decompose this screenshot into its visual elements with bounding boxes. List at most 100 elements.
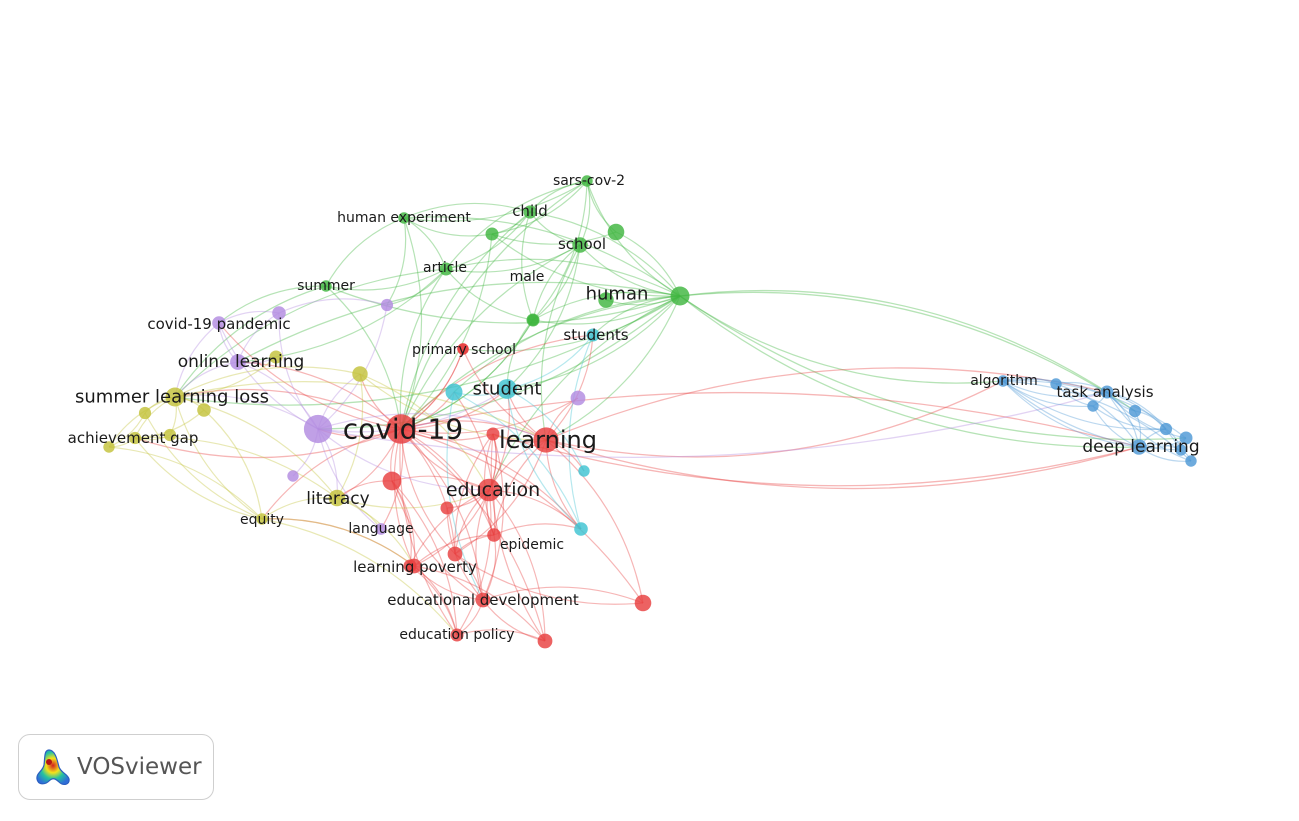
label-human-experiment[interactable]: human experiment: [337, 210, 471, 226]
node-red-g[interactable]: [486, 427, 500, 441]
node-language[interactable]: [375, 523, 387, 535]
label-primary-school[interactable]: primary school: [412, 342, 516, 358]
node-purple-b[interactable]: [380, 298, 394, 312]
label-language[interactable]: language: [348, 521, 413, 537]
label-deep-learning[interactable]: deep learning: [1082, 437, 1199, 457]
label-school[interactable]: school: [558, 235, 606, 253]
label-students[interactable]: students: [563, 326, 628, 344]
label-human[interactable]: human: [586, 284, 649, 305]
label-online-learning[interactable]: online learning: [178, 352, 305, 372]
node-summer[interactable]: [320, 280, 332, 292]
node-equity[interactable]: [256, 513, 268, 525]
node-article[interactable]: [439, 262, 453, 276]
node-deep-learning[interactable]: [1131, 439, 1147, 455]
label-algorithm[interactable]: algorithm: [970, 373, 1038, 389]
node-blue-f[interactable]: [1175, 444, 1187, 456]
label-learning[interactable]: learning: [499, 426, 597, 454]
node-red-c[interactable]: [447, 546, 463, 562]
node-child[interactable]: [523, 205, 537, 219]
node-red-d[interactable]: [440, 501, 454, 515]
node-epidemic[interactable]: [487, 528, 501, 542]
node-covid19-pandemic[interactable]: [212, 316, 226, 330]
node-purple-a[interactable]: [272, 306, 286, 320]
node-blue-a[interactable]: [1050, 378, 1062, 390]
node-literacy[interactable]: [328, 489, 346, 507]
node-yellow-d[interactable]: [138, 406, 152, 420]
node-sars-cov-2[interactable]: [581, 175, 593, 187]
label-education-policy[interactable]: education policy: [399, 627, 514, 643]
link-education-learning_poverty: [413, 489, 490, 567]
label-sars-cov-2[interactable]: sars-cov-2: [553, 173, 625, 189]
node-cyan-b[interactable]: [574, 522, 588, 536]
label-educational-development[interactable]: educational development: [387, 591, 579, 609]
node-yellow-f[interactable]: [103, 441, 115, 453]
node-education[interactable]: [477, 478, 501, 502]
label-article[interactable]: article: [423, 260, 467, 276]
node-red-b[interactable]: [634, 594, 652, 612]
node-task-analysis[interactable]: [1100, 385, 1114, 399]
node-green-a[interactable]: [607, 223, 625, 241]
node-yellow-a[interactable]: [352, 366, 368, 382]
label-male[interactable]: male: [510, 269, 545, 285]
node-purple-main[interactable]: [303, 414, 333, 444]
node-cyan-a[interactable]: [445, 383, 463, 401]
label-epidemic[interactable]: epidemic: [500, 537, 564, 553]
label-summer[interactable]: summer: [297, 278, 355, 294]
label-covid19[interactable]: covid-19: [343, 413, 463, 446]
node-human-experiment[interactable]: [398, 212, 410, 224]
node-yellow-b[interactable]: [269, 350, 283, 364]
node-blue-c[interactable]: [1128, 404, 1142, 418]
node-purple-d[interactable]: [287, 470, 299, 482]
link-article-covid19: [399, 268, 447, 430]
label-student[interactable]: student: [473, 379, 542, 400]
node-purple-c[interactable]: [570, 390, 586, 406]
label-learning-poverty[interactable]: learning poverty: [353, 558, 477, 576]
label-covid19-pandemic[interactable]: covid-19 pandemic: [147, 315, 290, 333]
node-school[interactable]: [572, 237, 588, 253]
link-school-learning: [540, 244, 581, 441]
node-learning-poverty[interactable]: [406, 558, 422, 574]
node-red-h[interactable]: [457, 343, 469, 355]
link-child-article: [445, 211, 531, 270]
node-human[interactable]: [670, 286, 690, 306]
link-human-covid19: [400, 295, 681, 430]
label-equity[interactable]: equity: [240, 512, 284, 528]
label-task-analysis[interactable]: task analysis: [1056, 383, 1153, 401]
node-red-a[interactable]: [382, 471, 402, 491]
node-student[interactable]: [497, 379, 517, 399]
node-yellow-e[interactable]: [163, 428, 177, 442]
label-literacy[interactable]: literacy: [306, 489, 369, 509]
label-education[interactable]: education: [446, 479, 540, 501]
node-online-learning[interactable]: [230, 354, 246, 370]
node-educational-development[interactable]: [475, 592, 491, 608]
node-green-b[interactable]: [485, 227, 499, 241]
link-education-student: [488, 388, 510, 491]
label-achievement-gap[interactable]: achievement gap: [68, 429, 199, 447]
node-algorithm[interactable]: [997, 375, 1009, 387]
link-human-child: [529, 211, 681, 297]
vosviewer-badge: VOSviewer: [18, 734, 214, 800]
node-cyan-c[interactable]: [578, 465, 590, 477]
node-students[interactable]: [586, 328, 600, 342]
node-achievement-gap[interactable]: [128, 431, 142, 445]
node-green-c[interactable]: [526, 313, 540, 327]
node-education-policy[interactable]: [450, 628, 464, 642]
link-human-human_experiment: [403, 216, 681, 297]
node-blue-d[interactable]: [1159, 422, 1173, 436]
node-covid19[interactable]: [386, 414, 416, 444]
node-blue-g[interactable]: [1185, 455, 1197, 467]
label-summer-learning-loss[interactable]: summer learning loss: [75, 387, 269, 408]
node-summer-learning-loss[interactable]: [165, 387, 185, 407]
node-learning[interactable]: [533, 427, 559, 453]
node-blue-b[interactable]: [1087, 400, 1099, 412]
node-yellow-c[interactable]: [197, 403, 211, 417]
link-blue_b-blue_d: [1092, 405, 1167, 430]
node-green-d[interactable]: [598, 292, 614, 308]
label-child[interactable]: child: [512, 202, 548, 220]
link-achievement_gap-equity: [134, 437, 263, 520]
node-blue-e[interactable]: [1179, 431, 1193, 445]
link-literacy-yellow_a: [336, 373, 364, 499]
node-red-f[interactable]: [537, 633, 553, 649]
link-human-primary_school: [462, 295, 681, 352]
